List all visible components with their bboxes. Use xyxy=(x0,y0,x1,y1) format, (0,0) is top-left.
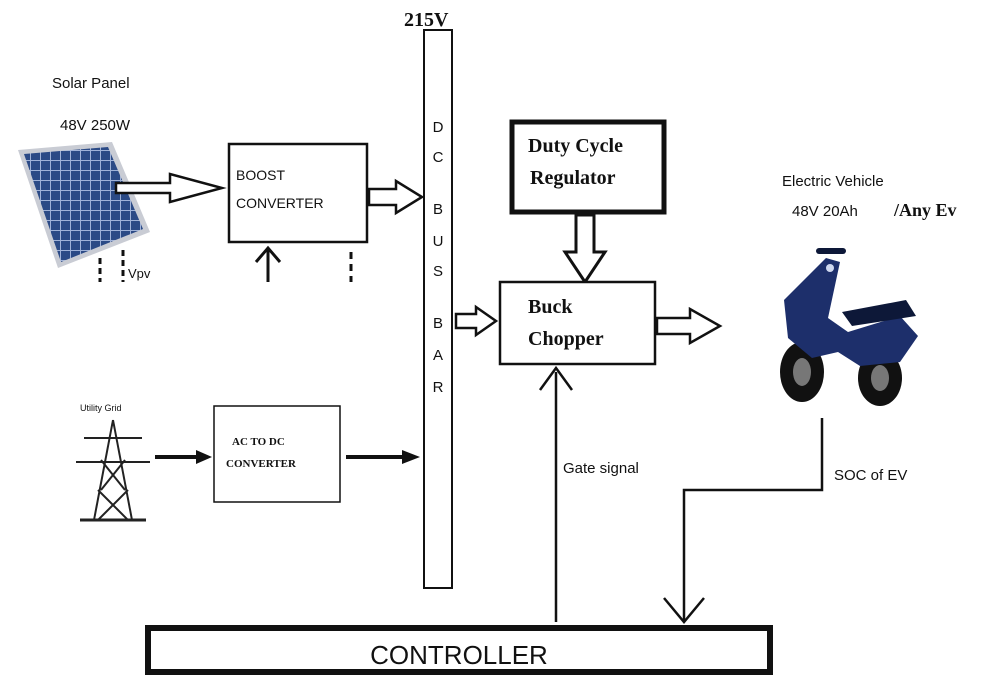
dc-bus-letter: U xyxy=(433,233,444,250)
ev-title: Electric Vehicle xyxy=(782,173,884,190)
boost-control-arrow xyxy=(256,248,280,282)
ac-dc-converter-box xyxy=(214,406,340,502)
soc-label: SOC of EV xyxy=(834,467,907,484)
utility-grid-block: Utility Grid xyxy=(76,403,150,520)
gate-signal-label: Gate signal xyxy=(563,460,639,477)
dc-bus-letter: D xyxy=(433,119,444,136)
ev-rating: 48V 20Ah xyxy=(792,203,858,220)
solar-panel-icon xyxy=(18,142,150,268)
dc-bus-letter: B xyxy=(433,201,443,218)
boost-converter-box xyxy=(229,144,367,242)
dc-bus-letter: C xyxy=(433,149,444,166)
bus-to-buck-arrow xyxy=(456,307,496,335)
boost-label-line2: CONVERTER xyxy=(236,195,324,211)
utility-grid-label: Utility Grid xyxy=(80,403,122,413)
acdc-to-bus-arrow xyxy=(346,450,420,464)
boost-label-line1: BOOST xyxy=(236,167,285,183)
dc-bus-bar: 215V D C B U S B A R xyxy=(404,9,452,588)
acdc-label-line2: CONVERTER xyxy=(226,458,297,470)
dc-bus-letter: S xyxy=(433,263,443,280)
electric-vehicle-block: Electric Vehicle 48V 20Ah /Any Ev xyxy=(780,173,957,406)
buck-label-line1: Buck xyxy=(528,296,573,318)
duty-label-line2: Regulator xyxy=(530,167,616,189)
buck-to-ev-arrow xyxy=(657,309,720,343)
ac-dc-converter-block: AC TO DC CONVERTER xyxy=(214,406,340,502)
controller-label: CONTROLLER xyxy=(370,640,548,670)
vpv-label: Vpv xyxy=(128,266,151,281)
boost-to-bus-arrow xyxy=(369,181,422,213)
gate-signal-path xyxy=(540,368,572,622)
dc-bus-letter: B xyxy=(433,315,443,332)
transmission-tower-icon xyxy=(76,420,150,520)
boost-converter-block: BOOST CONVERTER xyxy=(229,144,367,242)
buck-chopper-box xyxy=(500,282,655,364)
buck-chopper-block: Buck Chopper xyxy=(500,282,655,364)
duty-to-buck-arrow xyxy=(565,215,605,282)
soc-feedback-path xyxy=(664,418,822,622)
solar-panel-block: Solar Panel 48V 250W Vpv xyxy=(18,75,151,282)
duty-cycle-regulator-block: Duty Cycle Regulator xyxy=(512,122,664,212)
duty-label-line1: Duty Cycle xyxy=(528,135,623,157)
solar-panel-title: Solar Panel xyxy=(52,75,130,92)
controller-block: CONTROLLER xyxy=(148,628,770,672)
buck-label-line2: Chopper xyxy=(528,328,604,350)
dc-bus-letter: R xyxy=(433,379,444,396)
solar-panel-rating: 48V 250W xyxy=(60,117,131,134)
grid-to-acdc-arrow xyxy=(155,450,212,464)
dc-bus-letter: A xyxy=(433,347,443,364)
dc-bus-voltage: 215V xyxy=(404,9,449,31)
dc-bus-box xyxy=(424,30,452,588)
ev-any-label: /Any Ev xyxy=(893,200,957,220)
scooter-icon xyxy=(780,248,918,406)
acdc-label-line1: AC TO DC xyxy=(232,436,285,448)
